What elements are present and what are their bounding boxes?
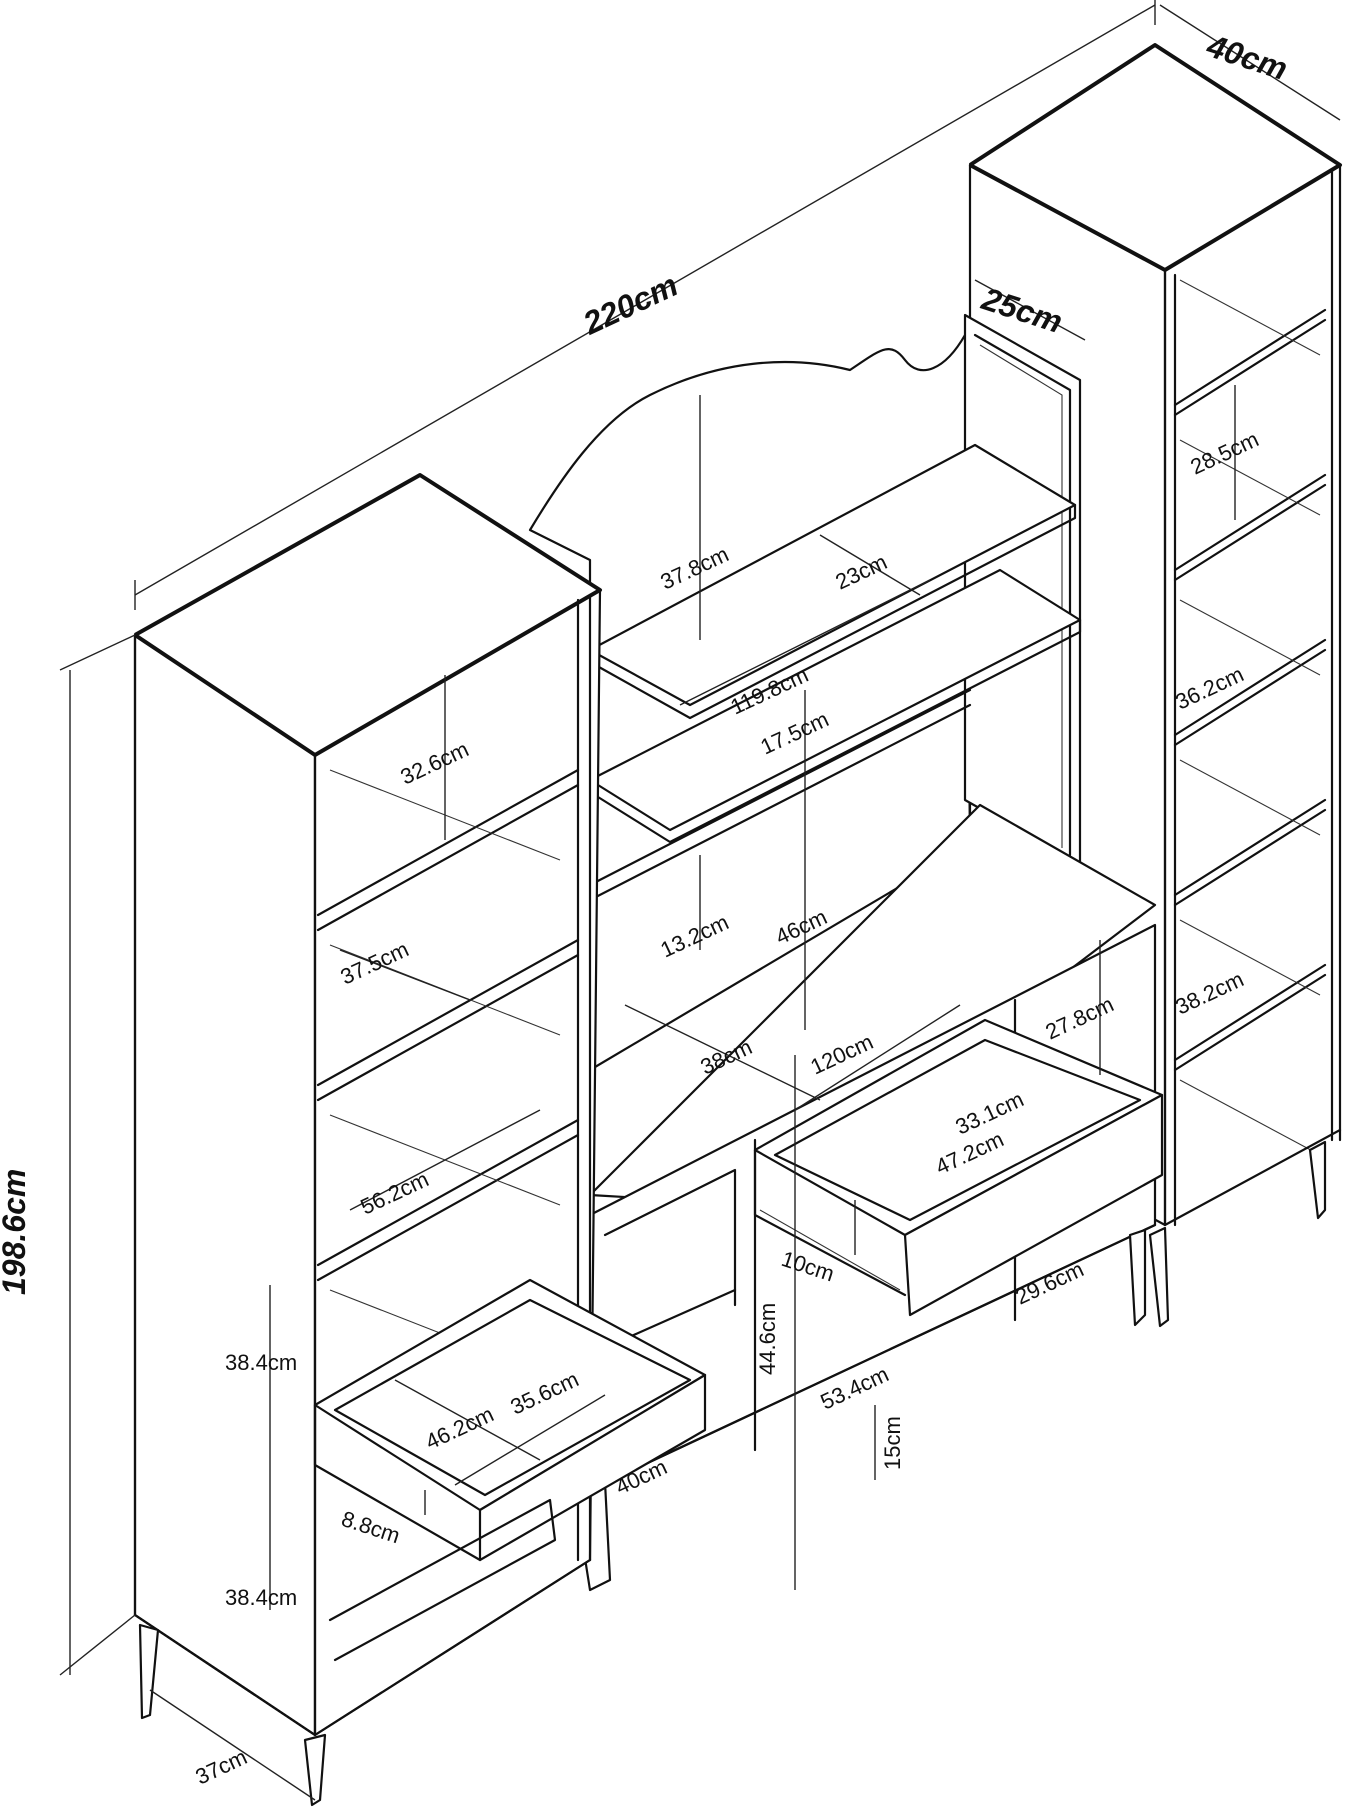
left-tower-side [133,633,317,1737]
left-shelf [316,1118,580,1267]
leg [1148,1226,1170,1328]
label-overall-width: 220cm [577,267,683,342]
left-drawer [313,1278,707,1662]
tower-shelf [1173,308,1327,407]
tower-shelf [1173,963,1327,1062]
drawer-front [903,1093,1164,1317]
label-leg-height: 15cm [880,1416,905,1470]
label-left-drawer-height-top: 38.4cm [225,1350,297,1375]
label-tower-depth: 40cm [1202,27,1292,87]
label-overall-height: 198.6cm [0,1169,32,1295]
label-tower-shelf-3: 38.2cm [1172,966,1248,1019]
label-tower-shelf-1: 28.5cm [1187,426,1263,479]
tower-shelf [1173,473,1327,572]
label-left-depth: 37cm [192,1744,251,1789]
label-center-bottom-height: 44.6cm [755,1303,780,1375]
tower-shelf [1173,798,1327,897]
tower-shelf [1173,638,1327,737]
leg [138,1623,160,1720]
left-shelf [316,938,580,1087]
leg [303,1733,327,1807]
center-unit [528,313,1157,1592]
label-left-drawer-height-bottom: 38.4cm [225,1585,297,1610]
leg [1128,1228,1147,1327]
left-tower [133,473,602,1807]
center-drawer [753,1018,1164,1317]
left-shelf [316,768,580,917]
leg [1308,1140,1327,1220]
drawer-front [478,1373,707,1562]
dimension-lines [59,0,1341,1801]
